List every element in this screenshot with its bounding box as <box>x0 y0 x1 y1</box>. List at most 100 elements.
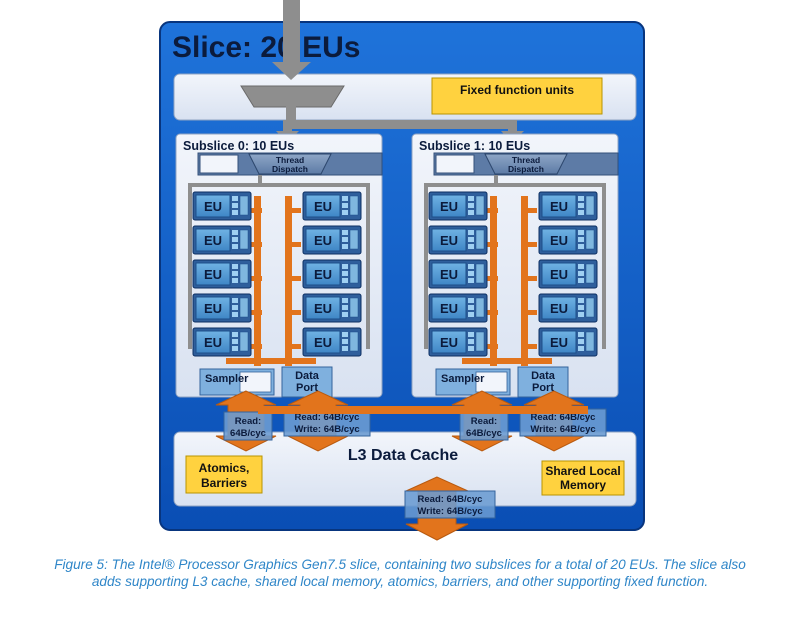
eu-pipe <box>349 331 359 352</box>
eu-register <box>578 196 584 201</box>
eu-block: EU <box>538 327 598 357</box>
thread-dispatch-slot <box>199 154 239 174</box>
eu-register <box>232 237 238 242</box>
eu-label: EU <box>204 199 222 214</box>
eu-register <box>342 339 348 344</box>
data-port-line2: Port <box>532 382 554 394</box>
eu-label: EU <box>440 267 458 282</box>
sampler-bandwidth-box <box>223 411 273 441</box>
sampler-label: Sampler <box>205 373 249 385</box>
eu-register <box>342 244 348 249</box>
eu-core <box>431 228 467 252</box>
eu-register <box>468 264 474 269</box>
data-bus-tap <box>285 208 301 213</box>
eu-label: EU <box>550 301 568 316</box>
eu-pipe <box>349 263 359 284</box>
eu-block: EU <box>428 293 488 323</box>
dispatch-feed-left <box>188 183 192 349</box>
eu-core <box>305 228 341 252</box>
eu-register <box>468 332 474 337</box>
atomics-barriers-box <box>185 455 263 494</box>
data-port-block <box>517 366 569 398</box>
data-port-line2: Port <box>296 382 318 394</box>
data-bus-tap <box>482 276 498 281</box>
dispatch-feed <box>494 175 498 185</box>
data-bus-bottom <box>226 358 316 364</box>
eu-register <box>342 210 348 215</box>
eu-core <box>305 296 341 320</box>
eu-pipe <box>475 331 485 352</box>
dispatch-bus-left-drop <box>283 120 292 134</box>
eu-register <box>468 196 474 201</box>
eu-register <box>232 339 238 344</box>
sampler-cache <box>475 371 508 393</box>
sampler-bandwidth-box <box>459 411 509 441</box>
eu-block: EU <box>302 293 362 323</box>
dispatch-feed-right <box>602 183 606 349</box>
eu-register <box>342 305 348 310</box>
dispatch-feed-left <box>424 183 428 349</box>
data-port-block <box>281 366 333 398</box>
eu-block: EU <box>428 327 488 357</box>
eu-pipe <box>475 263 485 284</box>
eu-label: EU <box>204 233 222 248</box>
data-port-line1: Data <box>531 370 556 382</box>
sampler-read-label: Read: <box>235 416 261 427</box>
eu-core <box>541 194 577 218</box>
dispatch-bus-horizontal <box>283 120 517 129</box>
data-bus-tap <box>521 310 537 315</box>
sampler-cache <box>239 371 272 393</box>
slice-title: Slice: 20 EUs <box>172 31 360 64</box>
eu-register <box>232 196 238 201</box>
fixed-function-units-label: Fixed function units <box>460 83 574 97</box>
thread-dispatch-funnel <box>248 153 332 175</box>
eu-core <box>541 330 577 354</box>
eu-core <box>431 262 467 286</box>
data-bus-tap <box>285 344 301 349</box>
eu-core <box>195 330 231 354</box>
dispatch-bus-vertical <box>286 106 296 124</box>
l3-bandwidth-label-box <box>404 490 496 519</box>
caption-line-2: adds supporting L3 cache, shared local m… <box>91 574 709 589</box>
eu-block: EU <box>428 225 488 255</box>
eu-core <box>305 330 341 354</box>
eu-core <box>305 262 341 286</box>
eu-register <box>468 210 474 215</box>
sampler-read-value: 64B/cyc <box>230 428 266 439</box>
data-bus-tap <box>482 208 498 213</box>
eu-register <box>468 203 474 208</box>
data-bus-tap <box>482 242 498 247</box>
eu-register <box>232 210 238 215</box>
eu-register <box>578 339 584 344</box>
sampler-label: Sampler <box>441 373 485 385</box>
data-bus-tap <box>482 344 498 349</box>
l3-write-bandwidth: Write: 64B/cyc <box>417 506 482 517</box>
eu-register <box>468 346 474 351</box>
eu-pipe <box>239 195 249 216</box>
data-bus-tap <box>246 276 262 281</box>
eu-block: EU <box>428 191 488 221</box>
eu-pipe <box>475 297 485 318</box>
eu-pipe <box>239 263 249 284</box>
cross-subslice-bus <box>258 406 588 414</box>
eu-register <box>342 332 348 337</box>
eu-register <box>342 237 348 242</box>
data-bus-tap <box>285 276 301 281</box>
thread-dispatch-line1: Thread <box>276 155 304 165</box>
eu-pipe <box>585 263 595 284</box>
eu-register <box>578 298 584 303</box>
eu-label: EU <box>440 301 458 316</box>
subslice-title: Subslice 1: 10 EUs <box>419 139 530 153</box>
eu-block: EU <box>302 225 362 255</box>
sampler-read-label: Read: <box>471 416 497 427</box>
eu-label: EU <box>314 267 332 282</box>
data-bus-tap <box>285 242 301 247</box>
l3-read-bandwidth: Read: 64B/cyc <box>418 494 483 505</box>
data-bus-tap <box>246 242 262 247</box>
eu-pipe <box>585 195 595 216</box>
atomics-label-line1: Atomics, <box>199 461 250 475</box>
eu-block: EU <box>538 259 598 289</box>
l3-data-cache-title: L3 Data Cache <box>348 447 458 464</box>
eu-register <box>232 332 238 337</box>
data-bus-tap <box>482 310 498 315</box>
